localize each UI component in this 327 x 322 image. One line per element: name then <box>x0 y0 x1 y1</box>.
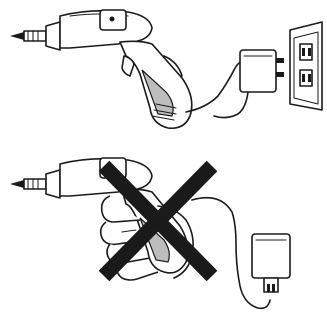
panel-correct <box>10 10 322 128</box>
charging-cable <box>186 62 242 112</box>
wall-outlet-icon <box>290 22 322 110</box>
panel-incorrect <box>10 158 290 308</box>
cordless-screwdriver-icon <box>46 10 192 128</box>
ac-adapter-icon <box>252 234 290 292</box>
ac-adapter-icon <box>240 50 284 92</box>
screwdriver-bit-icon <box>10 31 46 41</box>
screwdriver-bit-icon <box>10 179 46 189</box>
